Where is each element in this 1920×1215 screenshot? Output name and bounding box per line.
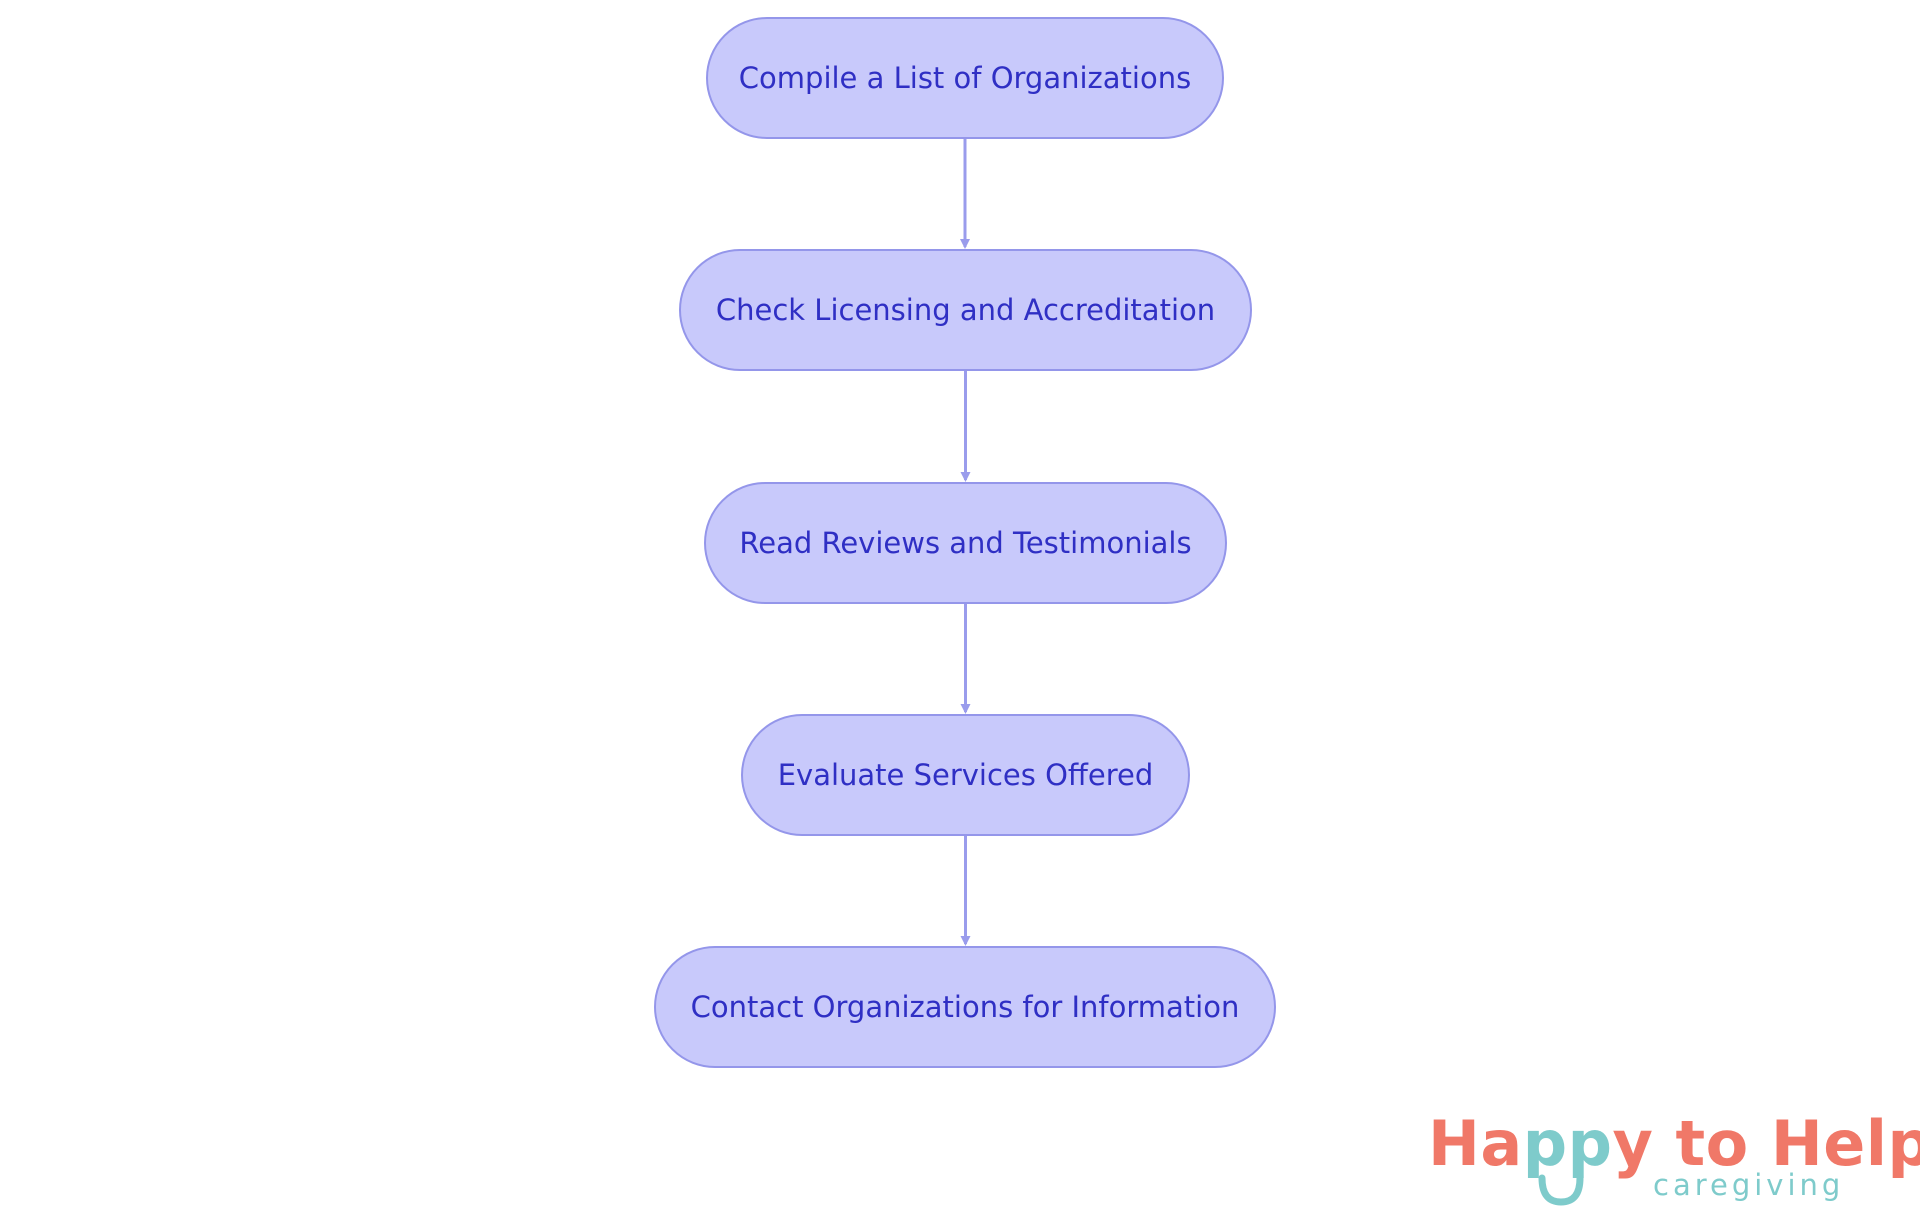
flow-node-label: Check Licensing and Accreditation [715, 293, 1216, 327]
flow-node-compile: Compile a List of Organizations [706, 17, 1224, 139]
logo-text-part1: Ha [1428, 1107, 1523, 1180]
flow-node-contact: Contact Organizations for Information [654, 946, 1276, 1068]
flow-node-reviews: Read Reviews and Testimonials [704, 482, 1227, 604]
flow-node-label: Contact Organizations for Information [690, 990, 1240, 1024]
flow-node-label: Evaluate Services Offered [777, 758, 1154, 792]
smile-icon [1538, 1174, 1584, 1206]
logo-wordmark: Happy to Help [1428, 1108, 1920, 1180]
flow-node-label: Compile a List of Organizations [738, 61, 1192, 95]
logo-text-part2: pp [1522, 1107, 1613, 1180]
logo-text-part3: y to Help [1612, 1107, 1920, 1180]
flow-node-services: Evaluate Services Offered [741, 714, 1190, 836]
flow-node-label: Read Reviews and Testimonials [739, 526, 1192, 560]
brand-logo: Happy to Help caregiving [1420, 1108, 1920, 1208]
logo-tagline: caregiving [1653, 1168, 1845, 1202]
flow-node-licensing: Check Licensing and Accreditation [679, 249, 1252, 371]
